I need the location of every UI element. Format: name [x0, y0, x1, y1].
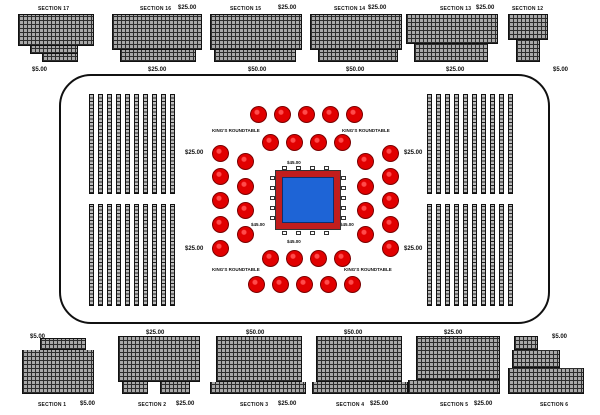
roundtable[interactable] [334, 250, 351, 267]
roundtable-label-bottom-right: KING'S ROUNDTABLE [344, 267, 392, 272]
roundtable[interactable] [310, 250, 327, 267]
roundtable[interactable] [250, 106, 267, 123]
roundtable[interactable] [237, 153, 254, 170]
roundtable[interactable] [212, 192, 229, 209]
roundtable[interactable] [286, 250, 303, 267]
section-4-price: $25.00 [370, 401, 389, 407]
roundtable[interactable] [344, 276, 361, 293]
top-price-a: $5.00 [32, 67, 48, 73]
bottom-price-a: $5.00 [30, 334, 46, 340]
floor-right-price-bottom: $25.00 [404, 246, 423, 252]
roundtable[interactable] [272, 276, 289, 293]
section-2-label: SECTION 2 [138, 402, 167, 408]
ring-price-top: $45.00 [287, 160, 301, 165]
wrestling-ring[interactable] [275, 170, 341, 230]
roundtable-label-bottom-left: KING'S ROUNDTABLE [212, 267, 260, 272]
roundtable[interactable] [274, 106, 291, 123]
roundtable[interactable] [382, 240, 399, 257]
section-15-price: $25.00 [278, 5, 297, 11]
bottom-price-e: $25.00 [444, 330, 463, 336]
roundtable[interactable] [286, 134, 303, 151]
section-16-price: $25.00 [178, 5, 197, 11]
section-12-label: SECTION 12 [512, 6, 544, 12]
bottom-price-b: $25.00 [146, 330, 165, 336]
roundtable[interactable] [346, 106, 363, 123]
ring-price-left: $45.00 [251, 222, 265, 227]
section-1-label: SECTION 1 [38, 402, 67, 408]
section-15-label: SECTION 15 [230, 6, 262, 12]
section-3-label: SECTION 3 [240, 402, 269, 408]
roundtable[interactable] [298, 106, 315, 123]
roundtable[interactable] [212, 168, 229, 185]
section-5-price: $25.00 [474, 401, 493, 407]
roundtable[interactable] [262, 250, 279, 267]
roundtable[interactable] [322, 106, 339, 123]
section-14-label: SECTION 14 [334, 6, 366, 12]
roundtable-label-top-left: KING'S ROUNDTABLE [212, 128, 260, 133]
roundtable[interactable] [237, 226, 254, 243]
roundtable[interactable] [237, 202, 254, 219]
section-6-label: SECTION 6 [540, 402, 569, 408]
bottom-price-c: $50.00 [246, 330, 265, 336]
top-price-b: $25.00 [148, 67, 167, 73]
section-2-price: $25.00 [176, 401, 195, 407]
roundtable[interactable] [357, 153, 374, 170]
roundtable[interactable] [310, 134, 327, 151]
ring-mat [282, 177, 334, 223]
top-price-d: $50.00 [346, 67, 365, 73]
bottom-price-d: $50.00 [344, 330, 363, 336]
roundtable[interactable] [382, 216, 399, 233]
roundtable[interactable] [382, 168, 399, 185]
roundtable[interactable] [357, 202, 374, 219]
roundtable[interactable] [334, 134, 351, 151]
top-price-c: $50.00 [248, 67, 267, 73]
roundtable[interactable] [212, 145, 229, 162]
floor-left-price-top: $25.00 [185, 150, 204, 156]
roundtable[interactable] [212, 240, 229, 257]
section-3-price: $25.00 [278, 401, 297, 407]
roundtable[interactable] [212, 216, 229, 233]
roundtable[interactable] [262, 134, 279, 151]
roundtable[interactable] [382, 145, 399, 162]
section-13-label: SECTION 13 [440, 6, 472, 12]
section-13-price: $25.00 [476, 5, 495, 11]
ring-price-right: $45.00 [340, 222, 354, 227]
section-4-label: SECTION 4 [336, 402, 365, 408]
ring-price-bottom: $45.00 [287, 239, 301, 244]
roundtable-label-top-right: KING'S ROUNDTABLE [342, 128, 390, 133]
roundtable[interactable] [248, 276, 265, 293]
floor-left-price-bottom: $25.00 [185, 246, 204, 252]
section-17-label: SECTION 17 [38, 6, 70, 12]
roundtable[interactable] [382, 192, 399, 209]
roundtable[interactable] [357, 226, 374, 243]
top-price-e: $25.00 [446, 67, 465, 73]
roundtable[interactable] [357, 178, 374, 195]
roundtable[interactable] [296, 276, 313, 293]
section-16-label: SECTION 16 [140, 6, 172, 12]
roundtable[interactable] [320, 276, 337, 293]
section-5-label: SECTION 5 [440, 402, 469, 408]
roundtable[interactable] [237, 178, 254, 195]
top-price-f: $5.00 [553, 67, 569, 73]
section-14-price: $25.00 [368, 5, 387, 11]
bottom-price-f: $5.00 [552, 334, 568, 340]
section-1-price: $5.00 [80, 401, 96, 407]
floor-right-price-top: $25.00 [404, 150, 423, 156]
